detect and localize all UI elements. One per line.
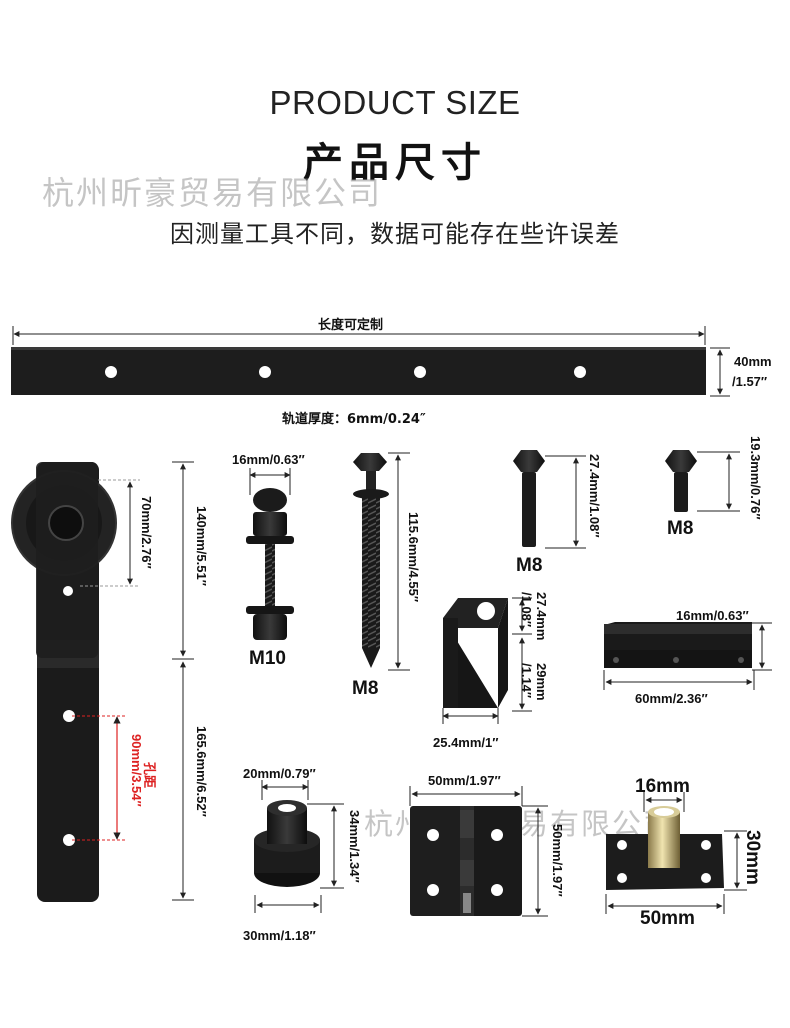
m10-bolt-group bbox=[246, 468, 294, 640]
hinge-group bbox=[409, 786, 548, 917]
guide-top-label: 16mm bbox=[635, 776, 690, 797]
spacer-height-label: 34mm/1.34″ bbox=[347, 810, 362, 883]
title-chinese: 产品尺寸 bbox=[303, 140, 487, 186]
m8-short-length-label: 19.3mm/0.76″ bbox=[748, 436, 763, 520]
hinge-height-label: 50mm/1.97″ bbox=[550, 824, 565, 897]
guide-group bbox=[605, 792, 747, 914]
stopper-height1-label: 27.4mm bbox=[534, 592, 549, 641]
stopper-height1-inch: /1.08″ bbox=[519, 592, 534, 628]
lag-screw-length-label: 115.6mm/4.55″ bbox=[406, 512, 421, 603]
stopper-group bbox=[442, 597, 532, 724]
m10-name: M10 bbox=[249, 648, 286, 669]
lag-screw-name: M8 bbox=[352, 678, 379, 699]
hanger-lower-label: 165.6mm/6.52″ bbox=[194, 726, 209, 817]
lag-screw-group bbox=[353, 452, 410, 671]
measurement-note: 因测量工具不同，数据可能存在些许误差 bbox=[170, 220, 620, 248]
title-english: PRODUCT SIZE bbox=[269, 84, 521, 121]
spacer-top-label: 20mm/0.79″ bbox=[243, 766, 316, 781]
hanger-group bbox=[11, 461, 194, 902]
rail-height-label-inch: /1.57″ bbox=[732, 374, 768, 389]
guide-height-label: 30mm bbox=[742, 830, 763, 885]
m8-long-name: M8 bbox=[516, 555, 543, 576]
rail-group bbox=[11, 326, 730, 397]
stopper-height2-label: 29mm bbox=[534, 663, 549, 701]
m8-long-bolt-group bbox=[513, 450, 586, 549]
hinge-width-label: 50mm/1.97″ bbox=[428, 773, 501, 788]
rail-length-label: 长度可定制 bbox=[318, 318, 384, 333]
channel-group bbox=[603, 622, 772, 690]
rail-height-label: 40mm bbox=[734, 354, 772, 369]
stopper-height2-inch: /1.14″ bbox=[519, 663, 534, 699]
rail-thickness-label: 轨道厚度：6mm/0.24″ bbox=[282, 412, 426, 427]
m10-diameter-label: 16mm/0.63″ bbox=[232, 452, 305, 467]
m8-short-bolt-group bbox=[665, 450, 740, 512]
stopper-width-label: 25.4mm/1″ bbox=[433, 735, 499, 750]
channel-length-label: 60mm/2.36″ bbox=[635, 691, 708, 706]
spacer-group bbox=[254, 780, 344, 913]
wheel-size-label: 70mm/2.76″ bbox=[139, 496, 154, 569]
hanger-upper-label: 140mm/5.51″ bbox=[194, 506, 209, 586]
guide-width-label: 50mm bbox=[640, 908, 695, 929]
spacer-bottom-label: 30mm/1.18″ bbox=[243, 928, 316, 943]
watermark-top: 杭州昕豪贸易有限公司 bbox=[42, 174, 383, 212]
channel-width-label: 16mm/0.63″ bbox=[676, 608, 749, 623]
hole-spacing-label: 90mm/3.54″ bbox=[129, 734, 144, 807]
m8-long-length-label: 27.4mm/1.08″ bbox=[587, 454, 602, 538]
m8-short-name: M8 bbox=[667, 518, 694, 539]
